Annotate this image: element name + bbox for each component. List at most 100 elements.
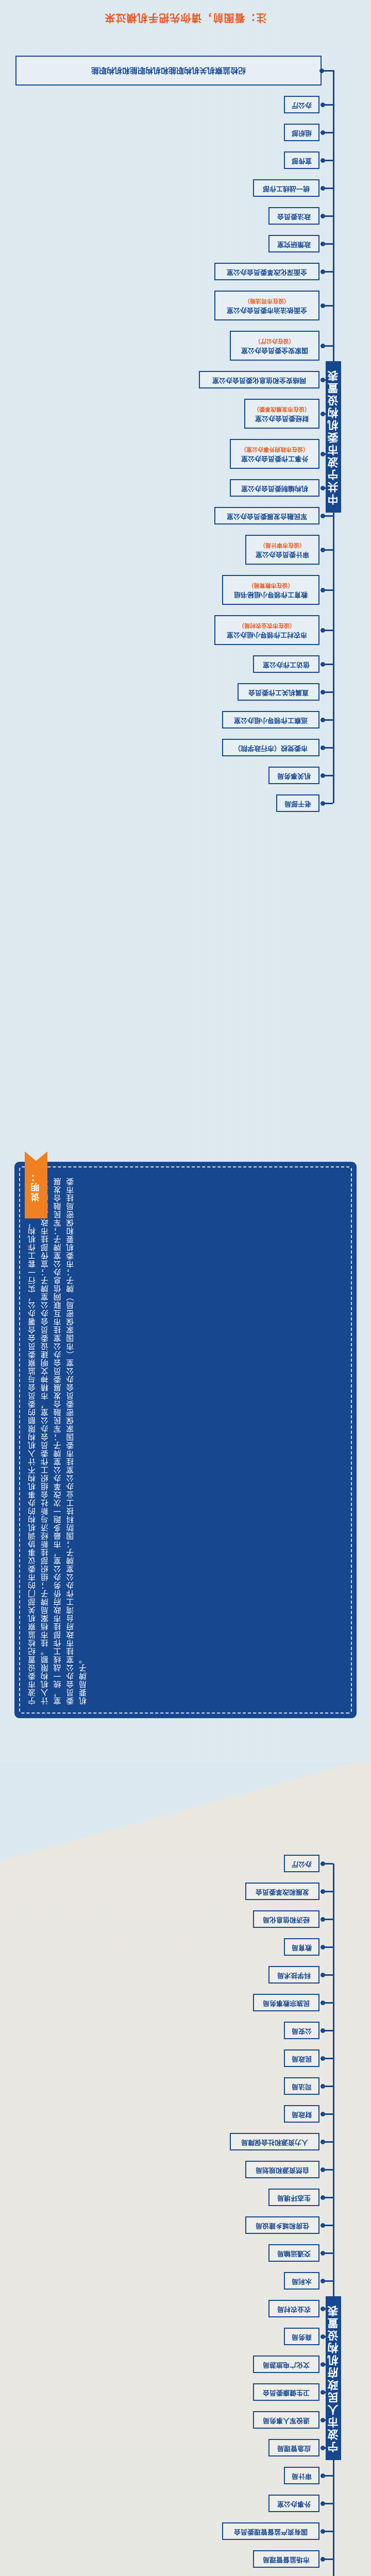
connector-line <box>323 691 333 693</box>
connector-line <box>323 271 333 273</box>
connector-line <box>323 2475 333 2477</box>
connector-dot <box>321 269 325 274</box>
org-node-label: 发展和改革委员会 <box>256 1887 310 1895</box>
connector-line <box>323 345 333 347</box>
connector-line <box>323 2280 333 2282</box>
connector-line <box>323 589 333 591</box>
org-node-label: 教育局 <box>292 1943 312 1951</box>
connector-dot <box>321 587 325 592</box>
connector-line <box>323 630 333 631</box>
org-node-label: 审计局 <box>292 2471 312 2480</box>
connector-dot <box>321 2223 325 2228</box>
org-node-label: 人力资源和社会保障局 <box>241 2138 309 2146</box>
connector-line <box>323 243 333 245</box>
connector-dot <box>321 185 325 191</box>
connector-dot <box>321 2306 325 2311</box>
org-node-label: 市场监督管理局 <box>263 2555 310 2563</box>
connector-dot <box>321 2195 325 2200</box>
connector-dot <box>321 451 325 456</box>
connector-line <box>323 1974 333 1976</box>
org-node: 自然资源和规划局 <box>245 2161 319 2178</box>
org-node: 民政局 <box>284 2049 319 2067</box>
org-node-label: 财政局 <box>292 2110 312 2118</box>
connector-dot <box>321 2111 325 2116</box>
org-node: 生态环境局 <box>268 2189 319 2206</box>
connector-line <box>323 2002 333 2004</box>
chart-title-bar: 宁波市人民政府机构设置表 <box>326 2296 341 2460</box>
connector-line <box>323 305 333 307</box>
org-node-label: 住房和城乡建设局 <box>256 2221 310 2229</box>
connector-dot <box>321 801 325 806</box>
org-node: 住房和城乡建设局 <box>245 2216 319 2234</box>
org-node: 审计局 <box>284 2467 319 2484</box>
connector-dot <box>321 513 325 518</box>
connector-dot <box>321 343 325 348</box>
connector-line <box>323 1891 333 1892</box>
org-node-label: 交通运输局 <box>277 2249 311 2257</box>
org-node-label: 应急管理局 <box>277 2444 311 2452</box>
connector-dot <box>321 1917 325 1922</box>
connector-line <box>323 215 333 217</box>
connector-dot <box>321 2362 325 2367</box>
connector-line <box>323 1863 333 1865</box>
connector-line <box>323 2058 333 2059</box>
top-note: 注：看图前，请你先把手机横过来 <box>104 12 267 24</box>
connector-dot <box>321 1972 325 1977</box>
connector-line <box>323 2252 333 2254</box>
connector-dot <box>321 213 325 218</box>
connector-dot <box>321 745 325 750</box>
connector-dot <box>321 547 325 552</box>
org-node-label: 卫生健康委员会 <box>263 2388 310 2396</box>
connector-dot <box>321 662 325 667</box>
org-node-label: 商务局 <box>292 2332 312 2341</box>
connector-dot <box>321 485 325 490</box>
connector-line <box>323 1919 333 1920</box>
panel-one-tag: 说明： <box>25 1151 47 1218</box>
connector-line <box>323 775 333 776</box>
org-node: 科学技术局 <box>268 1966 319 1984</box>
org-node-label: 水利局 <box>292 2277 312 2285</box>
connector-dot <box>321 2250 325 2256</box>
connector-line <box>323 2169 333 2171</box>
org-node-label: 农业农村局 <box>277 2304 311 2313</box>
connector-line <box>323 132 333 133</box>
org-node-label: 民族宗教事务局 <box>263 1998 310 2007</box>
connector-line <box>323 2503 333 2504</box>
org-node: 教育局 <box>284 1938 319 1956</box>
org-node: 农业农村局 <box>268 2300 319 2317</box>
org-node: 商务局 <box>284 2328 319 2345</box>
connector-dot <box>321 377 325 382</box>
connector-dot <box>321 2278 325 2283</box>
connector-dot <box>321 411 325 416</box>
org-node: 财政局 <box>284 2105 319 2123</box>
tree-spine <box>333 1863 334 2576</box>
connector-dot <box>321 2056 325 2061</box>
org-node-label: 民政局 <box>292 2054 312 2062</box>
connector-dot <box>321 2445 325 2450</box>
org-node-label: 司法局 <box>292 2082 312 2090</box>
background-split <box>0 1762 371 1865</box>
connector-line <box>323 2141 333 2143</box>
connector-line <box>323 188 333 189</box>
connector-line <box>323 2225 333 2226</box>
connector-dot <box>321 2000 325 2005</box>
connector-dot <box>321 717 325 722</box>
connector-line <box>323 747 333 749</box>
org-node: 公安局 <box>284 2022 319 2039</box>
org-node-label: 科学技术局 <box>277 1971 311 1979</box>
connector-line <box>323 803 333 804</box>
connector-line <box>323 2030 333 2031</box>
connector-dot <box>321 2083 325 2089</box>
org-node: 卫生健康委员会 <box>253 2383 319 2401</box>
connector-dot <box>321 689 325 694</box>
org-node: 市场监督管理局 <box>253 2550 319 2568</box>
org-node: 人力资源和社会保障局 <box>230 2133 319 2150</box>
connector-dot <box>321 2028 325 2033</box>
org-node-label: 外事办公室 <box>277 2499 311 2507</box>
connector-dot <box>321 2417 325 2422</box>
connector-dot <box>321 158 325 163</box>
org-node-label: 国有资产监督管理委员会 <box>234 2527 308 2535</box>
org-node: 水利局 <box>284 2272 319 2290</box>
